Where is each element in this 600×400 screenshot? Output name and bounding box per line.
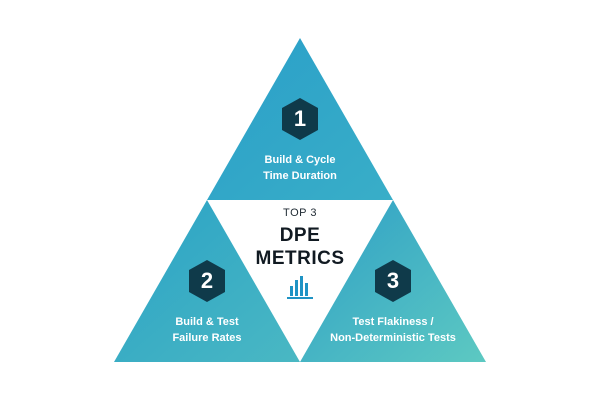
hexagon-2 <box>189 260 225 302</box>
center-title-line1: DPE <box>279 225 321 246</box>
metric-1-number: 1 <box>293 106 307 131</box>
metric-2-number: 2 <box>200 268 214 293</box>
metric-1-line1: Build & Cycle <box>264 154 336 166</box>
metric-2-label: Build & Test Failure Rates <box>147 314 267 346</box>
metric-3-line1: Test Flakiness / <box>352 316 434 328</box>
center-prefix: TOP 3 <box>283 207 317 219</box>
metric-3-line2: Non-Deterministic Tests <box>330 332 456 344</box>
metric-2-line2: Failure Rates <box>172 332 242 344</box>
metric-3-label: Test Flakiness / Non-Deterministic Tests <box>318 314 468 346</box>
metric-1-line2: Time Duration <box>263 170 337 182</box>
metric-3-number: 3 <box>386 268 400 293</box>
center-title: DPE METRICS <box>240 224 360 270</box>
hexagon-1 <box>282 98 318 140</box>
hexagon-3 <box>375 260 411 302</box>
center-title-line2: METRICS <box>255 248 345 269</box>
metric-1-label: Build & Cycle Time Duration <box>240 152 360 184</box>
metric-2-line1: Build & Test <box>175 316 239 328</box>
bar-chart-icon <box>287 276 313 299</box>
